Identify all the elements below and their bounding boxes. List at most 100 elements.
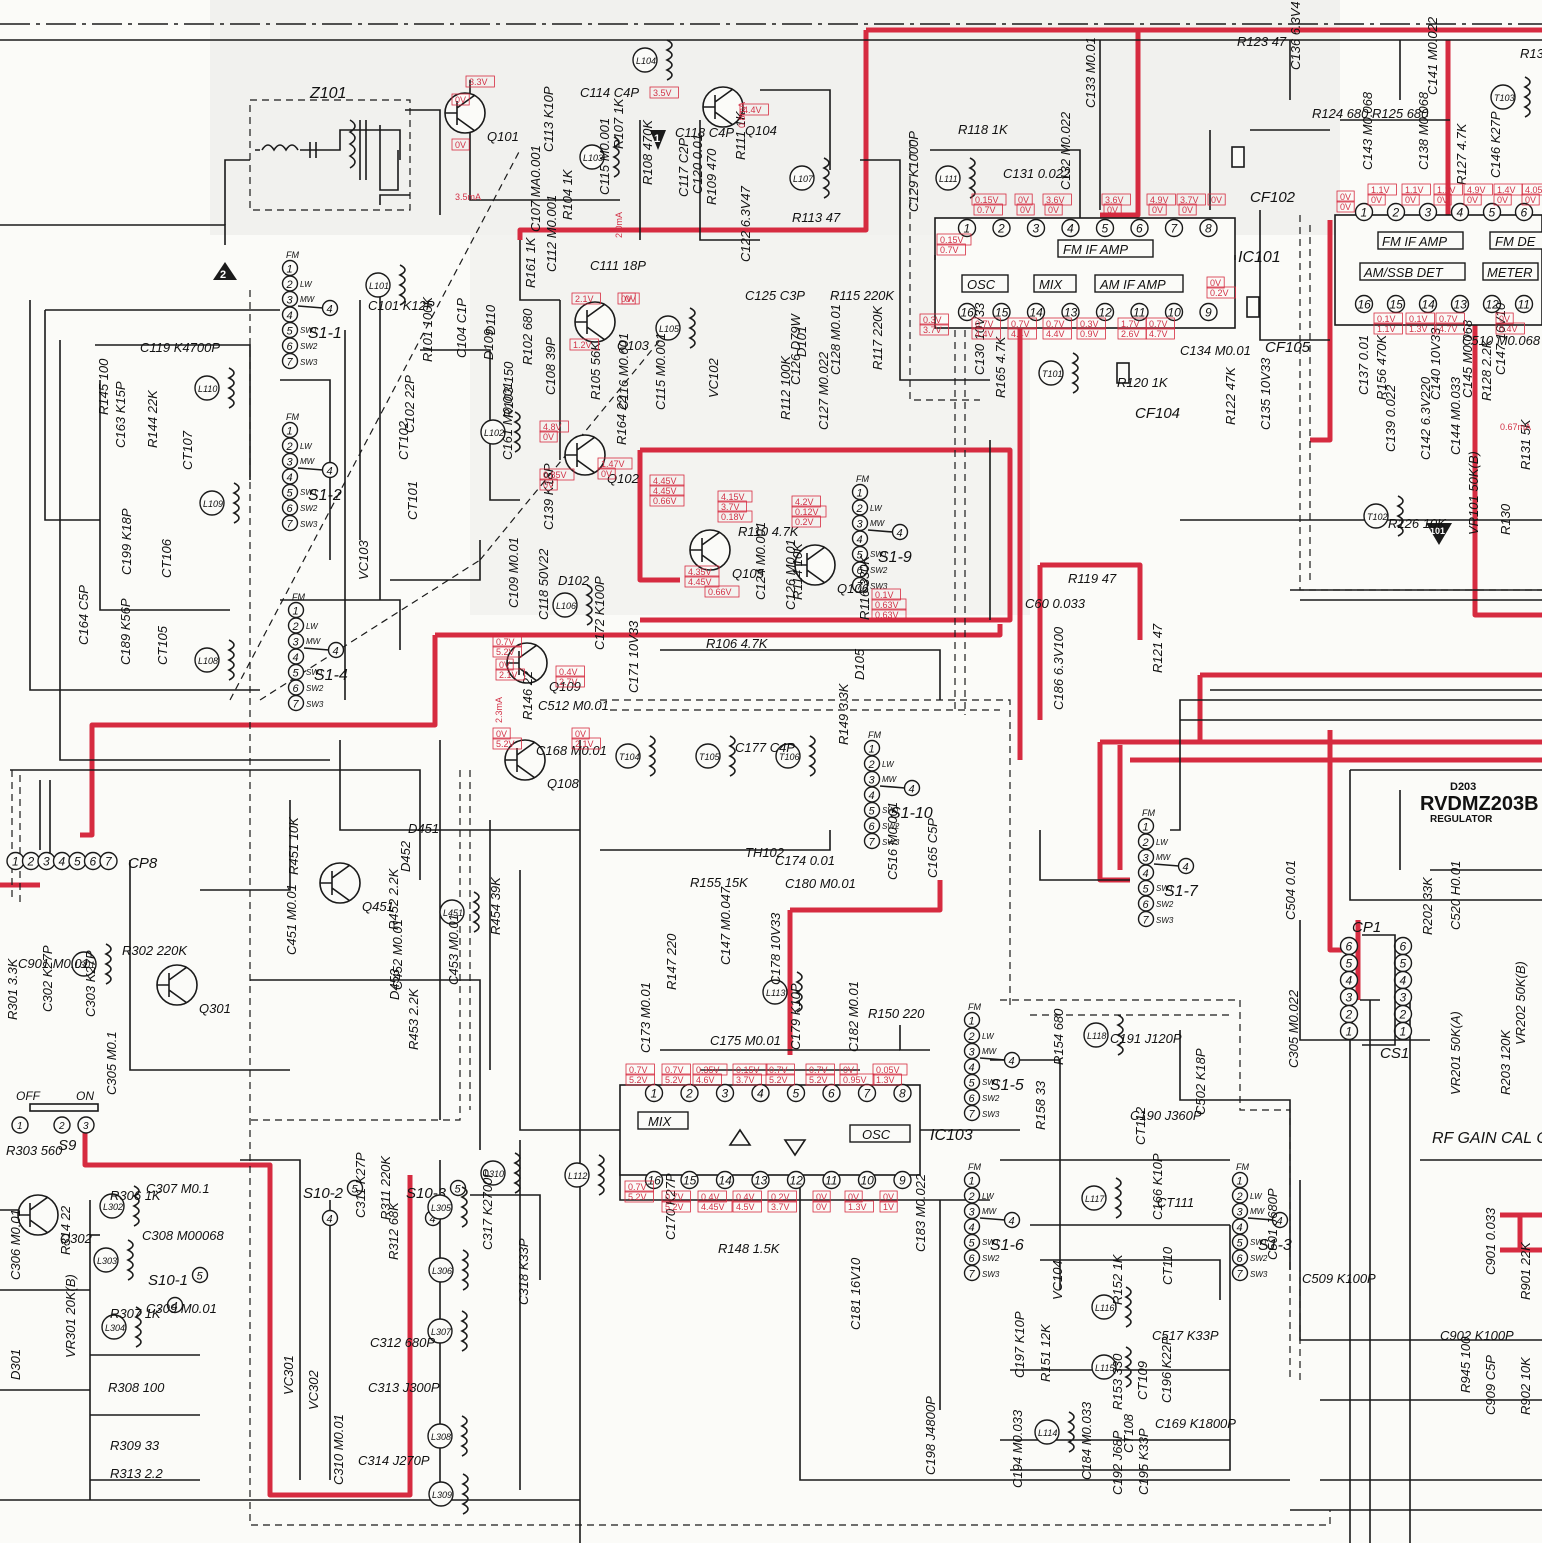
svg-text:4.7V: 4.7V bbox=[1149, 329, 1168, 339]
svg-text:0V: 0V bbox=[1210, 278, 1221, 288]
voltage-right: 4.9V bbox=[1463, 183, 1493, 196]
svg-text:3.7V: 3.7V bbox=[736, 1075, 755, 1085]
cp8-pin-6: 6 bbox=[83, 851, 103, 871]
svg-text:4: 4 bbox=[287, 310, 293, 322]
svg-text:SW2: SW2 bbox=[1156, 900, 1174, 909]
voltage-ic103: 0V bbox=[839, 1063, 858, 1076]
voltage-transistor: 0V bbox=[539, 430, 558, 443]
svg-text:SW2: SW2 bbox=[306, 684, 324, 693]
svg-text:CF104: CF104 bbox=[1135, 405, 1180, 422]
svg-text:14: 14 bbox=[1030, 306, 1044, 320]
svg-text:0.63V: 0.63V bbox=[875, 600, 899, 610]
icr-pin-6: 6 bbox=[1514, 202, 1534, 222]
voltage-transistor: 4.45V bbox=[684, 575, 720, 588]
component-label: R945 100 bbox=[1458, 1336, 1473, 1393]
coil-l303: L303 bbox=[93, 1239, 134, 1281]
component-label: D105 bbox=[852, 648, 867, 680]
component-label: R122 47K bbox=[1223, 366, 1238, 425]
svg-text:5: 5 bbox=[1143, 884, 1150, 896]
svg-text:3: 3 bbox=[287, 295, 294, 307]
coil-l105: L105 bbox=[655, 307, 696, 349]
component-label: C131 0.022 bbox=[1003, 166, 1071, 181]
component-label: VC103 bbox=[356, 539, 371, 580]
svg-text:3: 3 bbox=[293, 637, 300, 649]
component-label: CT111 bbox=[1157, 1195, 1194, 1210]
svg-text:1: 1 bbox=[287, 426, 293, 438]
svg-text:7: 7 bbox=[969, 1269, 976, 1281]
voltage-transistor: 3.5V bbox=[649, 86, 679, 99]
voltage-ic103: 0.2V bbox=[767, 1190, 797, 1203]
svg-text:L108: L108 bbox=[198, 656, 218, 666]
voltage-transistor: 5.2V bbox=[492, 737, 522, 750]
svg-text:4.4V: 4.4V bbox=[975, 329, 994, 339]
regulator-label: REGULATOR bbox=[1430, 814, 1493, 825]
voltage-ic103: 0.05V bbox=[872, 1063, 908, 1076]
component-label: C179 K10P bbox=[788, 983, 803, 1050]
svg-text:SW1: SW1 bbox=[982, 1078, 999, 1087]
component-label: D451 bbox=[408, 821, 439, 836]
svg-text:0.7V: 0.7V bbox=[1149, 319, 1168, 329]
svg-text:5: 5 bbox=[352, 1184, 359, 1196]
component-label: C501 J680P bbox=[1265, 1188, 1280, 1260]
component-label: R150 220 bbox=[868, 1006, 925, 1021]
svg-text:0V: 0V bbox=[1182, 205, 1193, 215]
component-label: R156 470K bbox=[1374, 334, 1389, 400]
component-label: C183 M0.022 bbox=[913, 1173, 928, 1252]
cp8-label: CP8 bbox=[128, 855, 158, 872]
component-label: C111 18P bbox=[590, 258, 646, 273]
svg-text:MW: MW bbox=[300, 295, 316, 304]
svg-text:0V: 0V bbox=[1467, 195, 1478, 205]
component-label: C190 J360P bbox=[1130, 1108, 1202, 1123]
icr-pin-4: 4 bbox=[1450, 202, 1470, 222]
svg-text:SW3: SW3 bbox=[1156, 916, 1174, 925]
voltage-transistor: 0V bbox=[451, 138, 470, 151]
svg-text:0.7V: 0.7V bbox=[1011, 319, 1030, 329]
cp8-pin-2: 2 bbox=[21, 851, 41, 871]
component-label: C303 K27P bbox=[83, 950, 98, 1017]
voltage-right: 0.4V bbox=[1495, 322, 1525, 335]
component-label: D452 bbox=[398, 840, 413, 872]
component-label: VC102 bbox=[706, 357, 721, 398]
voltage-transistor: 0.4V bbox=[555, 665, 585, 678]
svg-text:Q109: Q109 bbox=[549, 679, 581, 694]
svg-text:4: 4 bbox=[333, 646, 339, 658]
s9-off-label: OFF bbox=[16, 1089, 41, 1103]
voltage-transistor: 4.4V bbox=[739, 103, 769, 116]
voltage-transistor: 4.8V bbox=[539, 420, 569, 433]
component-label: C318 K33P bbox=[516, 1238, 531, 1305]
svg-text:SW1: SW1 bbox=[982, 1238, 999, 1247]
coil-l304: L304 bbox=[101, 1306, 142, 1348]
svg-text:Q302: Q302 bbox=[60, 1231, 93, 1246]
voltage-right: 0V bbox=[1433, 193, 1452, 206]
component-label: C134 M0.01 bbox=[1180, 343, 1251, 358]
svg-text:0.7V: 0.7V bbox=[1046, 319, 1065, 329]
coil-l309: L309 bbox=[428, 1473, 469, 1515]
svg-text:4: 4 bbox=[1400, 974, 1407, 988]
component-label: CT105 bbox=[155, 625, 170, 665]
component-label: C144 M0.033 bbox=[1448, 376, 1463, 455]
component-label: C164 C5P bbox=[76, 585, 91, 645]
svg-text:6: 6 bbox=[857, 565, 864, 577]
svg-text:0V: 0V bbox=[816, 1202, 827, 1212]
svg-text:T101: T101 bbox=[1042, 369, 1063, 379]
coil-l305: L305 bbox=[427, 1186, 468, 1228]
component-label: R128 2.2K bbox=[1479, 338, 1494, 401]
svg-text:0.4V: 0.4V bbox=[1499, 324, 1518, 334]
voltage-ic103: 5.2V bbox=[805, 1073, 835, 1086]
component-label: R311 220K bbox=[378, 1155, 393, 1220]
svg-text:4.4V: 4.4V bbox=[743, 105, 762, 115]
svg-text:3: 3 bbox=[83, 1121, 89, 1132]
voltage-ic101: 3.7V bbox=[1176, 193, 1206, 206]
svg-text:3: 3 bbox=[287, 457, 294, 469]
svg-text:2.1V: 2.1V bbox=[575, 739, 594, 749]
svg-text:4.45V: 4.45V bbox=[653, 486, 677, 496]
svg-text:1: 1 bbox=[964, 222, 971, 236]
svg-text:S1-1: S1-1 bbox=[308, 325, 342, 342]
svg-text:L117: L117 bbox=[1085, 1194, 1105, 1204]
svg-text:16: 16 bbox=[961, 306, 975, 320]
svg-text:7: 7 bbox=[869, 837, 876, 849]
svg-text:SW1: SW1 bbox=[1156, 884, 1173, 893]
